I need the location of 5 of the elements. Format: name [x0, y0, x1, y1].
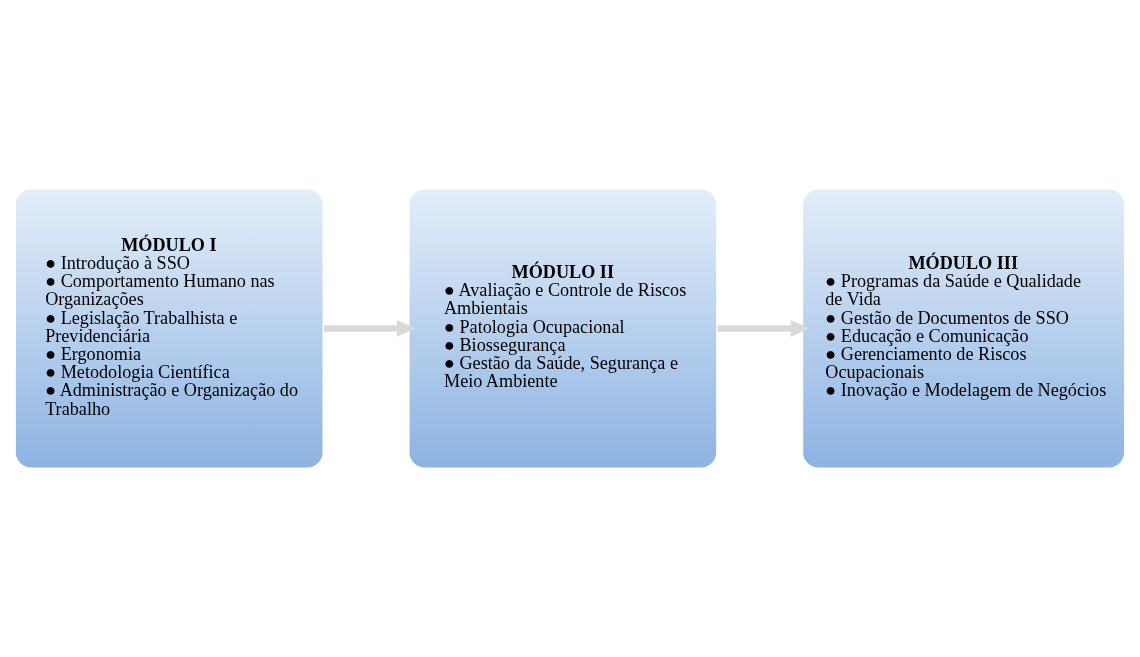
arrow — [323, 320, 417, 337]
node-box: MÓDULO III ● Programas da Saúde e Qualidade de Vida ● Gestão de Documentos de SSO ● Educação e Comunicação ● Gerenciamento de Riscos Ocupacionais ● Inovação e Modelagem de Negócios — [800, 186, 1127, 471]
arrow — [717, 320, 810, 337]
node-box: MÓDULO I ● Introdução à SSO ● Comportamento Humano nas Organizações ● Legislação Trabalhista e Previdenciária ● Ergonomia ● Metodologia Científica ● Administração e Organização do Trabalho — [13, 186, 326, 471]
node-box: MÓDULO II ● Avaliação e Controle de Riscos Ambientais ● Patologia Ocupacional ● Biossegurança ● Gestão da Saúde, Segurança e Meio Ambiente — [406, 186, 719, 471]
